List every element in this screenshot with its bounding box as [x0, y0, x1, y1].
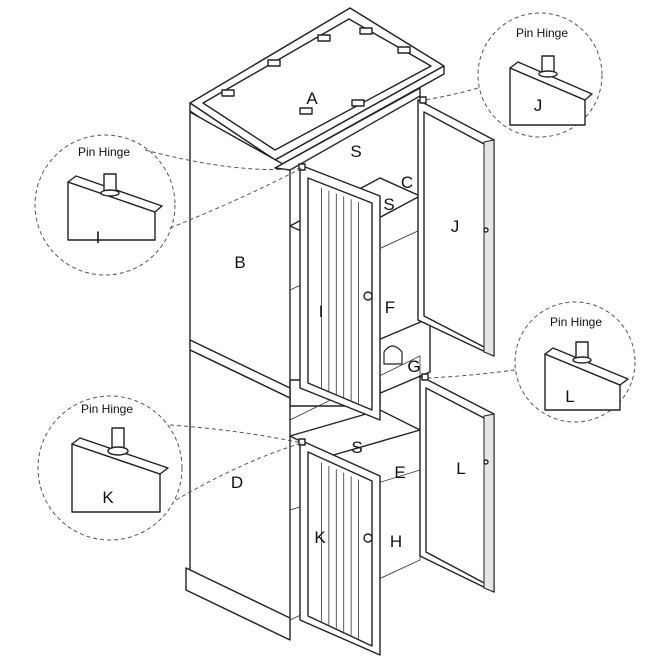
label-h: H	[390, 532, 402, 551]
door-i-slats	[321, 187, 359, 404]
door-i-knob	[363, 291, 373, 301]
label-a: A	[306, 89, 318, 108]
label-k: K	[314, 528, 326, 547]
lower-cabinet	[185, 349, 421, 641]
callout-i-letter: I	[96, 228, 101, 247]
callout-j-caption: Pin Hinge	[516, 26, 568, 40]
label-e: E	[394, 463, 405, 482]
hinge-pin-k	[298, 438, 306, 446]
label-j: J	[451, 217, 460, 236]
callout-l: Pin Hinge L	[427, 301, 636, 423]
door-i	[298, 163, 381, 421]
label-b: B	[234, 253, 245, 272]
label-c: C	[401, 173, 413, 192]
label-s-top: S	[350, 142, 361, 161]
label-d: D	[231, 473, 243, 492]
label-s-lower: S	[351, 438, 362, 457]
callout-k-caption: Pin Hinge	[81, 402, 133, 416]
label-g: G	[407, 357, 420, 376]
top-panel-a	[189, 7, 445, 169]
hinge-pin-l	[421, 373, 429, 381]
callout-l-caption: Pin Hinge	[550, 315, 602, 329]
label-f: F	[385, 298, 395, 317]
label-l: L	[456, 459, 465, 478]
door-j	[417, 96, 495, 357]
label-s-upper: S	[383, 195, 394, 214]
part-labels: A S C S J B I F G S E L D K H	[231, 89, 466, 551]
callout-l-letter: L	[565, 387, 574, 406]
label-i: I	[319, 302, 324, 321]
hinge-pin-j	[419, 96, 427, 104]
door-k	[298, 438, 381, 656]
callout-i: Pin Hinge I	[34, 134, 303, 276]
door-j-knob	[483, 227, 489, 233]
hinge-pin-i	[298, 163, 306, 171]
door-l-knob	[483, 459, 489, 465]
callout-k-letter: K	[102, 488, 114, 507]
callout-k: Pin Hinge K	[37, 395, 303, 541]
callout-i-caption: Pin Hinge	[78, 145, 130, 159]
callout-j: Pin Hinge J	[423, 12, 603, 138]
door-k-slats	[321, 462, 359, 639]
door-l	[419, 373, 495, 593]
door-k-knob	[363, 533, 373, 543]
callout-j-letter: J	[534, 96, 543, 115]
